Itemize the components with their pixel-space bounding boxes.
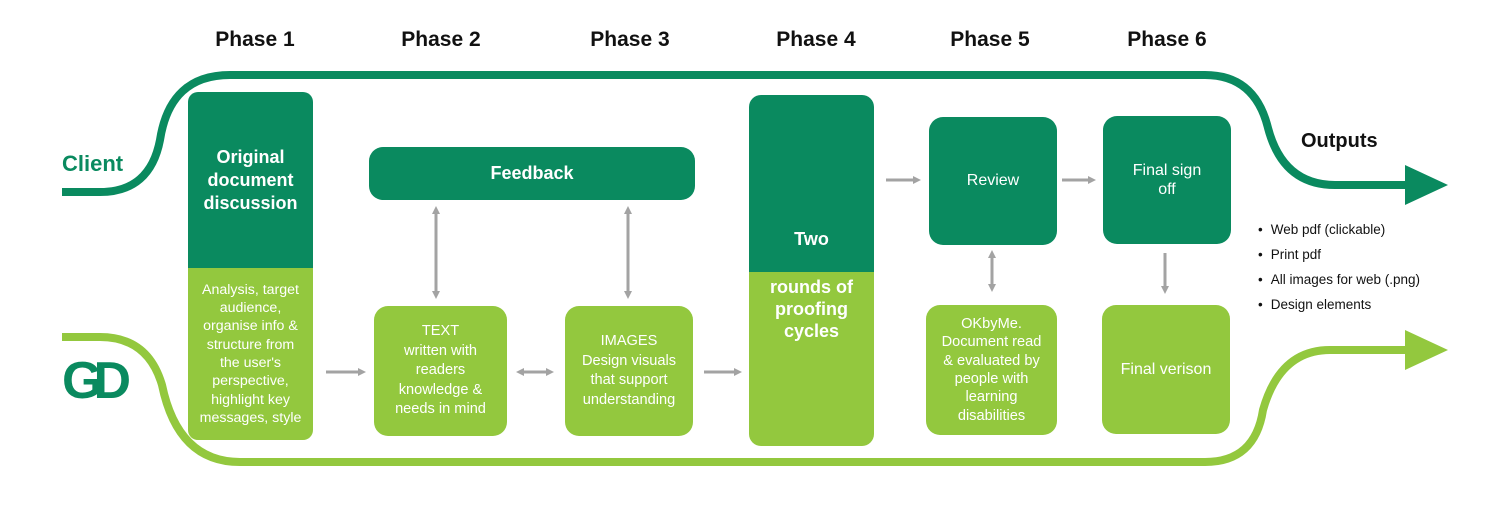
outputs-list: Web pdf (clickable) Print pdf All images… — [1258, 222, 1420, 322]
proofing-bottom-label: rounds of proofing cycles — [770, 277, 853, 341]
gd-arrowhead — [1405, 330, 1448, 370]
gd-track — [62, 333, 1410, 466]
gd-logo: GD — [62, 352, 146, 413]
original-document-label: Original document discussion — [203, 146, 298, 213]
client-track — [62, 71, 1408, 196]
analysis-box: Analysis, target audience, organise info… — [188, 268, 313, 440]
feedback-box: Feedback — [369, 147, 695, 200]
feedback-label: Feedback — [490, 163, 574, 183]
phase-6-header: Phase 6 — [1127, 28, 1207, 51]
final-signoff-label: Final sign off — [1132, 162, 1202, 198]
images-label: IMAGES Design visuals that support under… — [581, 333, 677, 408]
original-document-box: Original document discussion — [188, 92, 313, 268]
review-box: Review — [929, 117, 1057, 245]
final-version-box: Final verison — [1102, 305, 1230, 434]
proofing-top-label: Two — [794, 229, 829, 249]
output-item: Print pdf — [1258, 247, 1420, 272]
output-item: All images for web (.png) — [1258, 272, 1420, 297]
proofing-bottom-box: rounds of proofing cycles — [749, 272, 874, 446]
client-label: Client — [62, 151, 124, 176]
output-item: Design elements — [1258, 297, 1420, 322]
final-version-label: Final verison — [1120, 360, 1212, 378]
output-item: Web pdf (clickable) — [1258, 222, 1420, 247]
phase-4-header: Phase 4 — [776, 28, 856, 51]
phase-2-header: Phase 2 — [401, 28, 481, 51]
outputs-title: Outputs — [1301, 130, 1378, 152]
review-label: Review — [966, 172, 1020, 189]
final-signoff-box: Final sign off — [1103, 116, 1231, 244]
phase-1-header: Phase 1 — [215, 28, 295, 51]
okbyme-label: OKbyMe. Document read & evaluated by peo… — [941, 316, 1042, 424]
text-box: TEXT written with readers knowledge & ne… — [374, 306, 507, 436]
logo-text: GD — [62, 352, 129, 408]
analysis-label: Analysis, target audience, organise info… — [199, 281, 302, 426]
okbyme-box: OKbyMe. Document read & evaluated by peo… — [926, 305, 1057, 435]
phase-3-header: Phase 3 — [590, 28, 670, 51]
client-arrowhead — [1405, 165, 1448, 205]
text-label: TEXT written with readers knowledge & ne… — [395, 323, 486, 418]
proofing-top-box: Two — [749, 95, 874, 272]
phase-5-header: Phase 5 — [950, 28, 1030, 51]
images-box: IMAGES Design visuals that support under… — [565, 306, 693, 436]
